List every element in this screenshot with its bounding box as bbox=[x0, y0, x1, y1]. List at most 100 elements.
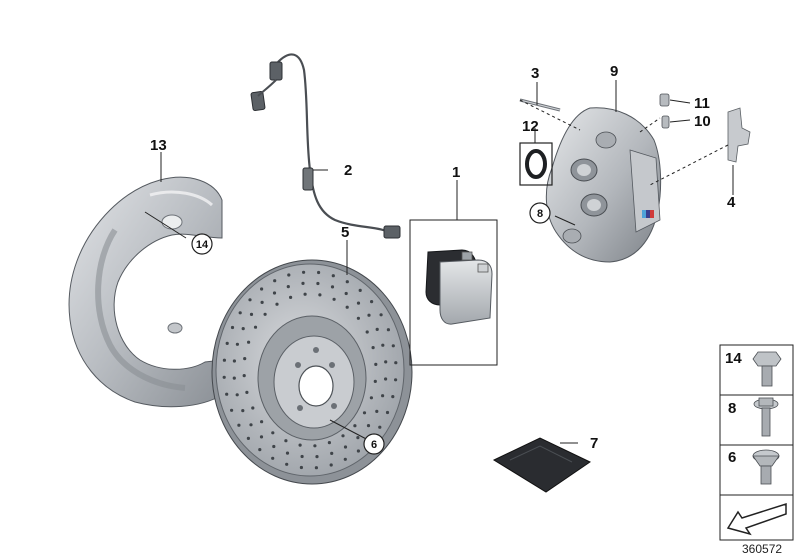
circle-callout-14: 14 bbox=[191, 233, 213, 255]
brake-pads bbox=[425, 249, 493, 325]
disc-hole bbox=[317, 270, 321, 275]
countersunk-screw-icon bbox=[752, 449, 780, 485]
seal-ring bbox=[525, 149, 547, 179]
disc-hole bbox=[356, 436, 360, 440]
disc-hole bbox=[287, 273, 291, 277]
disc-hole bbox=[356, 301, 361, 305]
callout-11: 11 bbox=[694, 95, 710, 112]
disc-hole bbox=[330, 285, 335, 289]
disc-hole bbox=[318, 293, 322, 297]
disc-hole bbox=[369, 396, 373, 400]
disc-hole bbox=[300, 454, 304, 459]
disc-hole bbox=[245, 390, 249, 394]
disc-hole bbox=[329, 463, 333, 467]
disc-hole bbox=[222, 375, 226, 379]
disc-hole bbox=[315, 455, 319, 459]
disc-hole bbox=[225, 341, 229, 345]
disc-hole bbox=[230, 325, 235, 330]
disc-hole bbox=[260, 287, 264, 291]
disc-hole bbox=[332, 297, 336, 301]
disc-hole bbox=[362, 411, 367, 415]
disc-hole bbox=[374, 362, 378, 366]
disc-hole bbox=[272, 444, 276, 449]
disc-hole bbox=[316, 281, 320, 286]
circle-callout-8: 8 bbox=[529, 202, 551, 224]
disc-hole bbox=[285, 451, 290, 455]
disc-hole bbox=[301, 281, 305, 285]
disc-hole bbox=[384, 377, 388, 381]
fastener-panel: 14 8 6 bbox=[719, 344, 794, 541]
callout-4: 4 bbox=[727, 194, 736, 211]
disc-hole bbox=[344, 291, 348, 296]
fastener-label-2: 8 bbox=[728, 400, 736, 417]
disc-hole bbox=[345, 305, 349, 309]
brake-caliper bbox=[545, 107, 662, 263]
disc-hole bbox=[378, 425, 382, 429]
callout-3: 3 bbox=[531, 65, 539, 82]
disc-hole bbox=[331, 274, 335, 278]
disc-hole bbox=[241, 409, 245, 413]
disc-hole bbox=[230, 408, 234, 412]
disc-hole bbox=[391, 395, 395, 399]
disc-hole bbox=[258, 448, 262, 452]
wear-sensor bbox=[250, 53, 401, 239]
disc-hole bbox=[386, 328, 390, 332]
disc-hole bbox=[375, 327, 379, 331]
disc-hole bbox=[327, 441, 331, 445]
disc-hole bbox=[249, 423, 253, 427]
disc-hole bbox=[225, 392, 229, 396]
disc-hole bbox=[373, 379, 377, 383]
svg-text:14: 14 bbox=[196, 239, 209, 251]
disc-hole bbox=[299, 465, 303, 470]
callout-10: 10 bbox=[694, 113, 711, 130]
disc-hole bbox=[237, 423, 241, 427]
disc-hole bbox=[366, 424, 371, 428]
fastener-label-3: 6 bbox=[728, 449, 736, 466]
disc-hole bbox=[381, 343, 385, 347]
callout-5: 5 bbox=[341, 224, 349, 241]
disc-hole bbox=[371, 346, 375, 350]
disc-hole bbox=[343, 457, 347, 461]
disc-hole bbox=[314, 466, 318, 470]
disc-hole bbox=[232, 376, 236, 380]
disc-hole bbox=[353, 424, 357, 428]
disc-hole bbox=[313, 444, 317, 448]
callout-9: 9 bbox=[610, 63, 618, 80]
disc-hole bbox=[272, 291, 277, 295]
arrow-icon bbox=[726, 502, 787, 536]
svg-text:8: 8 bbox=[537, 208, 543, 220]
brake-disc bbox=[211, 259, 413, 485]
disc-hole bbox=[232, 359, 236, 363]
disc-hole bbox=[241, 327, 245, 331]
spring-clip bbox=[727, 107, 751, 163]
fastener-label-1: 14 bbox=[725, 350, 742, 367]
disc-hole bbox=[273, 279, 277, 283]
disc-hole bbox=[235, 393, 239, 397]
reference-number: 360572 bbox=[742, 542, 782, 556]
disc-hole bbox=[249, 312, 254, 316]
disc-hole bbox=[285, 462, 289, 466]
disc-hole bbox=[251, 406, 255, 410]
disc-hole bbox=[247, 340, 251, 344]
circle-callout-6: 6 bbox=[363, 433, 385, 455]
disc-hole bbox=[330, 451, 334, 455]
wear-indicator-pack bbox=[492, 437, 591, 493]
guide-pin bbox=[519, 98, 561, 112]
disc-hole bbox=[381, 394, 385, 398]
disc-hole bbox=[391, 344, 395, 348]
disc-hole bbox=[356, 316, 360, 320]
disc-hole bbox=[367, 313, 371, 317]
disc-hole bbox=[345, 280, 349, 284]
disc-hole bbox=[263, 312, 267, 316]
seal-ring-frame bbox=[519, 142, 553, 186]
disc-hole bbox=[303, 292, 307, 296]
flange-bolt-icon bbox=[753, 397, 779, 437]
disc-hole bbox=[246, 436, 250, 440]
callout-13: 13 bbox=[150, 137, 167, 154]
callout-7: 7 bbox=[590, 435, 598, 452]
disc-hole bbox=[394, 361, 398, 365]
disc-hole bbox=[243, 357, 247, 361]
bleeder-screw bbox=[659, 93, 670, 129]
disc-hole bbox=[365, 330, 369, 334]
disc-hole bbox=[260, 300, 264, 304]
